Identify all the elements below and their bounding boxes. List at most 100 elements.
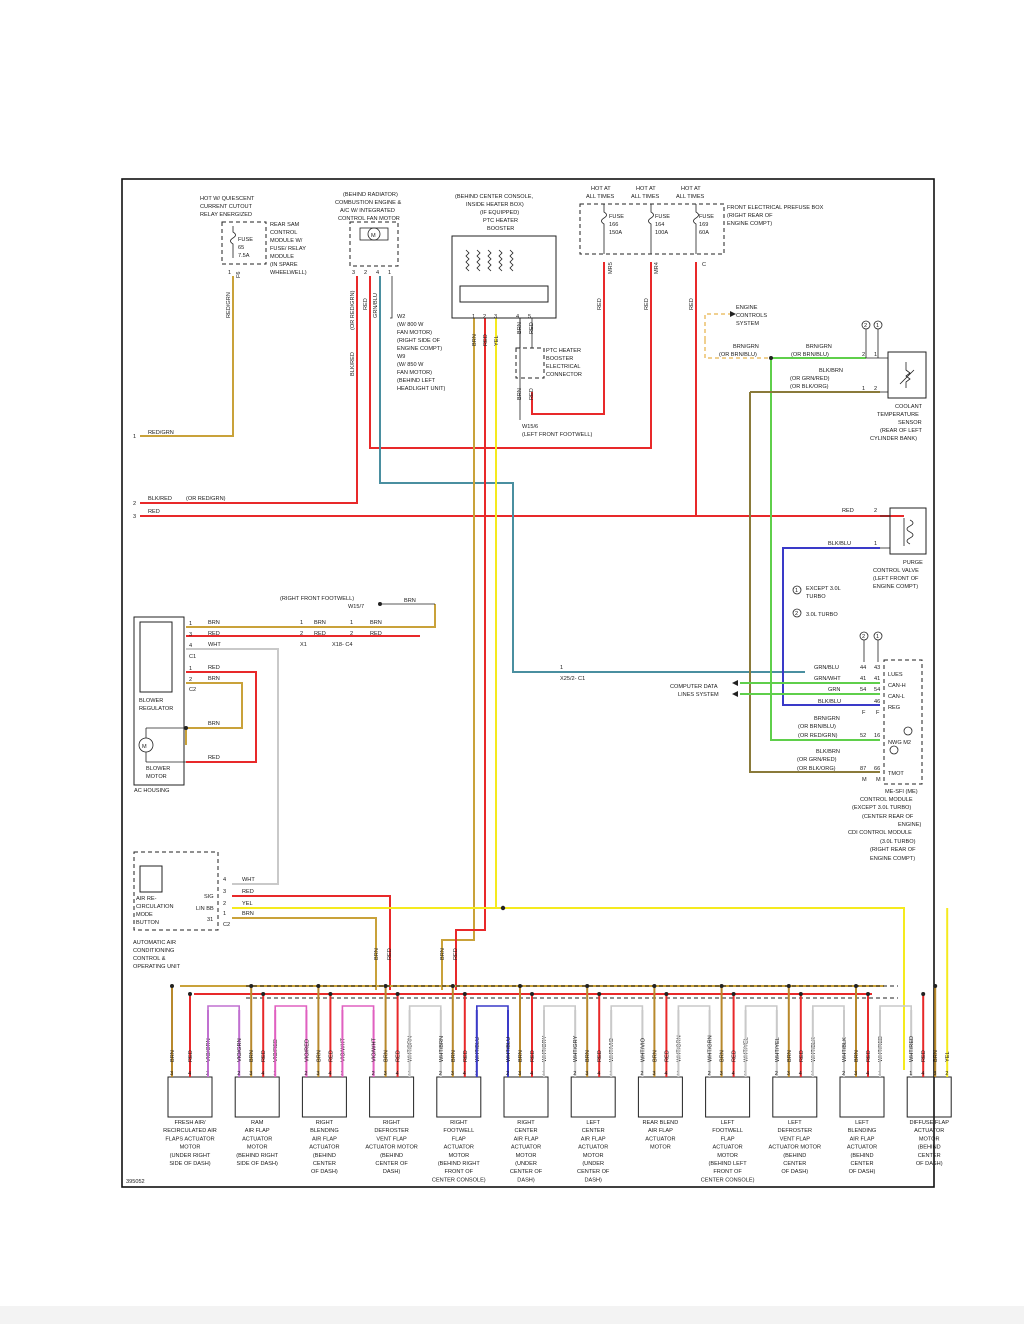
recirc-label-2: CIRCULATION	[136, 904, 174, 910]
actuator-9-splice-2	[719, 984, 724, 988]
actuator-12-label-4: (BEHIND	[918, 1145, 941, 1151]
fuse-164-red: RED	[644, 298, 650, 310]
actuator-9-label-8: CENTER CONSOLE)	[701, 1177, 755, 1183]
actuator-4-label-5: (BEHIND	[380, 1153, 403, 1159]
purge-wire-blk-blu: BLK/BLU	[828, 541, 851, 547]
actuator-9-wire-label-4: WHT/YEL	[744, 1037, 750, 1062]
actuator-5-wire-label-3: RED	[463, 1050, 469, 1062]
coolant-label-1: COOLANT	[895, 404, 923, 410]
purge-pin-1: 1	[874, 541, 877, 547]
fuse-164-label: FUSE	[655, 214, 670, 220]
actuator-8-signal-link	[677, 1005, 711, 1077]
wire-reg-red	[186, 671, 257, 763]
ecs-label-3: SYSTEM	[736, 321, 759, 327]
rear-sam-pin-f6: F6	[236, 271, 242, 278]
ptc-connector-4: CONNECTOR	[546, 372, 582, 378]
ptc-lower-wire-red: RED	[529, 388, 535, 400]
actuator-6-label-7: CENTER OF	[510, 1169, 543, 1175]
prefuse-box: HOT AT ALL TIMES HOT AT ALL TIMES HOT AT…	[579, 186, 824, 310]
engine-controls: ENGINE CONTROLS SYSTEM BRN/GRN (OR BRN/B…	[704, 305, 927, 442]
actuator-5-wire-label-1: WHT/BRN	[439, 1036, 445, 1062]
ptc-pin-3: 3	[494, 314, 497, 320]
reg-pin-2: 2	[189, 677, 192, 683]
actuator-2-pin-3: 4	[261, 1071, 264, 1077]
ecm-label-5: ENGINE)	[898, 822, 921, 828]
actuator-10-wire-label-1: WHT/YEL	[775, 1037, 781, 1062]
actuator-9-pin-1: 2	[708, 1071, 711, 1077]
fan-ground-3: FAN MOTOR)	[397, 330, 432, 336]
actuator-7-label-2: CENTER	[582, 1128, 605, 1134]
motor-wire-red: RED	[208, 755, 220, 761]
actuator-2-pin-2: 3	[249, 1071, 252, 1077]
ecm-row-4-wire: BLK/BLU	[818, 699, 841, 705]
wire-ptc-red	[531, 262, 605, 415]
actuator-3-pin-2: 3	[316, 1071, 319, 1077]
actuator-1-wire-label-2: RED	[188, 1050, 194, 1062]
actuator-12-wire-label-1: WHT/RED	[909, 1036, 915, 1062]
thermistor-icon	[899, 362, 915, 388]
rear-sam-fuse-icon	[230, 226, 236, 258]
wire-grn-blu-lues	[379, 276, 805, 673]
coolant-label-5: CYLINDER BANK)	[870, 436, 917, 442]
actuator-6-splice-3	[530, 992, 534, 996]
actuator-6-label-8: DASH)	[517, 1177, 535, 1183]
actuator-12-pin-4: 2	[945, 1071, 948, 1077]
actuator-3-wire-label-1: VIO/RED	[304, 1039, 310, 1062]
actuator-3-label-4: ACTUATOR	[309, 1145, 339, 1151]
fuse-166-amp: 150A	[609, 230, 622, 236]
rear-sam-fuse-num: 65	[238, 245, 244, 251]
rear-sam-header-3: RELAY ENERGIZED	[200, 212, 252, 218]
actuator-1-label-3: FLAPS ACTUATOR	[165, 1136, 214, 1142]
actuator-3-splice-2	[316, 984, 321, 988]
fuse-169-wire: C	[702, 262, 706, 268]
actuator-12-pin-1: 1	[909, 1071, 912, 1077]
actuator-3-label-5: (BEHIND	[313, 1153, 336, 1159]
actuator-12-label-3: MOTOR	[919, 1136, 940, 1142]
actuator-5-wire-label-2: BRN	[451, 1050, 457, 1062]
x18-label: X18- C4	[332, 642, 353, 648]
actuator-5-label-5: MOTOR	[448, 1153, 469, 1159]
ptc-ground-label: W15/6	[522, 424, 538, 430]
actuator-11-wire-label-4: WHT/RED	[878, 1036, 884, 1062]
ptc-pin-4: 4	[516, 314, 519, 320]
actuator-12-splice-2	[921, 992, 926, 996]
rear-sam-pin-1: 1	[228, 270, 231, 276]
fan-ground-10: HEADLIGHT UNIT)	[397, 386, 446, 392]
fuse-169-label: FUSE	[699, 214, 714, 220]
blower-c2: C2	[189, 687, 196, 693]
actuator-4-wire-label-1: VIO/WHT	[372, 1037, 378, 1062]
ecm-row-1-wire: GRN/BLU	[814, 665, 839, 671]
ptc-lower-wire-brn: BRN	[517, 388, 523, 400]
ptc-header-2: INSIDE HEATER BOX)	[466, 202, 524, 208]
actuator-10-label-1: LEFT	[788, 1120, 802, 1126]
ptc-header-3: (IF EQUIPPED)	[480, 210, 519, 216]
actuator-4-pin-1: 2	[372, 1071, 375, 1077]
actuator-3-label-3: AIR FLAP	[312, 1136, 337, 1142]
ac-housing-box	[133, 616, 185, 786]
rear-sam-fuse-label: FUSE	[238, 237, 253, 243]
actuator-motor-9	[705, 1076, 751, 1118]
reg-wire-red: RED	[208, 665, 220, 671]
actuator-3-wire-label-4: VIO/WHT	[340, 1037, 346, 1062]
fan-motor: M (BEHIND RADIATOR) COMBUSTION ENGINE & …	[335, 192, 446, 392]
svg-text:M: M	[142, 744, 147, 750]
ptc-pin-1: 1	[472, 314, 475, 320]
fuse-169-amp: 60A	[699, 230, 709, 236]
entry-3-wire: RED	[148, 509, 160, 515]
actuator-7-wire-label-4: WHT/VIO	[609, 1037, 615, 1062]
actuator-11-splice-2	[854, 984, 858, 988]
actuator-12-label-2: ACTUATOR	[914, 1128, 944, 1134]
fan-ground-5: ENGINE COMPT)	[397, 346, 442, 352]
actuator-12-label-6: OF DASH)	[916, 1161, 943, 1167]
footwell-ground: W15/7	[348, 604, 364, 610]
rear-sam-module-4: FUSE/ RELAY	[270, 246, 306, 252]
actuator-1-label-1: FRESH AIR/	[174, 1120, 206, 1126]
actuator-1-pin-2: 4	[188, 1071, 191, 1077]
ecm-row-2-a: 41	[860, 676, 866, 682]
actuator-8-pin-1: 2	[640, 1071, 643, 1077]
ecs-wire-2: (OR BRN/BLU)	[719, 352, 757, 358]
actuator-8-wire-label-4: WHT/GRN	[676, 1035, 682, 1062]
actuator-11-pin-1: 2	[842, 1071, 845, 1077]
actuator-3-pin-1: 2	[304, 1071, 307, 1077]
actuator-7-splice-3	[597, 992, 602, 996]
